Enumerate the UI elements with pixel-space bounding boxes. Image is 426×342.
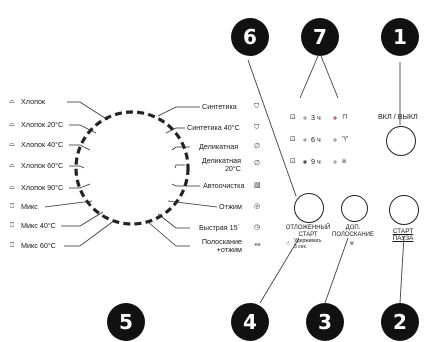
cotton-tub-icon: ⌓: [9, 141, 15, 148]
delay-9h-label: 9 ч: [311, 157, 321, 166]
delay-6h-icon: ⊡: [290, 136, 296, 143]
program-dial-ring: [74, 110, 190, 226]
program-cotton-60: Хлопок 60°C: [21, 161, 64, 170]
delay-6h-label: 6 ч: [311, 135, 321, 144]
wash-icon: ♈: [342, 136, 349, 143]
badge-5: 5: [107, 303, 145, 341]
rinse-tub-icon: ⩸: [342, 158, 347, 165]
delay-start-label: ОТЛОЖЕННЫЙ СТАРТ: [285, 225, 331, 238]
extra-rinse-button[interactable]: [341, 195, 368, 222]
program-rinse-spin: Полоскание +отжим: [201, 237, 242, 254]
mix-icon: ♖: [9, 222, 16, 229]
program-cotton-40: Хлопок 40°C: [21, 140, 64, 149]
delay-start-button[interactable]: [294, 193, 324, 223]
power-button[interactable]: [386, 126, 416, 156]
program-spin: Отжим: [219, 202, 242, 211]
program-delicate-20: Деликатная 20°C: [201, 156, 241, 173]
cotton-tub-icon: ⌓: [9, 184, 15, 191]
program-mix-60: Микс 60°C: [21, 241, 56, 250]
program-quick-15: Быстрая 15´: [199, 223, 241, 232]
lock-icon: ⊓: [342, 114, 348, 121]
power-button-label: ВКЛ / ВЫКЛ: [378, 112, 418, 121]
program-mix-40: Микс 40°C: [21, 221, 56, 230]
extra-rinse-label: ДОП. ПОЛОСКАНИЕ: [332, 225, 374, 238]
cotton-tub-icon: ⌓: [9, 162, 15, 169]
delay-9h-icon: ⊡: [290, 158, 296, 165]
start-pause-button[interactable]: [389, 195, 419, 225]
cotton-tub-icon: ⌓: [9, 98, 15, 105]
spin-icon: ◎: [254, 203, 261, 210]
badge-7: 7: [301, 18, 339, 56]
cotton-tub-icon: ⌓: [9, 121, 15, 128]
program-synthetics-40: Синтетика 40°C: [187, 123, 240, 132]
feather-icon: ∅: [254, 143, 261, 150]
mix-icon: ♖: [9, 203, 16, 210]
rinse-tub-icon: ⩸: [350, 241, 354, 247]
badge-6: 6: [231, 18, 269, 56]
badge-1: 1: [381, 18, 419, 56]
start-pause-label: СТАРТ ПАУЗА: [392, 228, 414, 242]
program-cotton-20: Хлопок 20°C: [21, 120, 64, 129]
rinse-icon: ⏛: [254, 242, 261, 249]
mix-icon: ♖: [9, 242, 16, 249]
badge-4: 4: [231, 303, 269, 341]
feather-icon: ∅: [254, 160, 261, 167]
delay-start-hint: Удерживать 3 сек.: [294, 238, 322, 250]
delay-3h-icon: ⊡: [290, 114, 296, 121]
hold-hand-icon: ☝: [286, 241, 290, 247]
program-mix: Микс: [21, 202, 38, 211]
program-cotton-90: Хлопок 90°C: [21, 183, 64, 192]
badge-3: 3: [306, 303, 344, 341]
timer-icon: ◷: [254, 224, 261, 231]
program-synthetics: Синтетика: [202, 102, 237, 111]
drum-clean-icon: ▧: [254, 182, 261, 189]
program-delicate: Деликатная: [199, 142, 239, 151]
shirt-icon: ⛉: [254, 103, 260, 110]
shirt-icon: ⛉: [254, 124, 260, 131]
program-self-clean: Автоочистка: [203, 181, 245, 190]
badge-2: 2: [381, 303, 419, 341]
program-cotton: Хлопок: [21, 97, 46, 106]
delay-3h-label: 3 ч: [311, 113, 321, 122]
